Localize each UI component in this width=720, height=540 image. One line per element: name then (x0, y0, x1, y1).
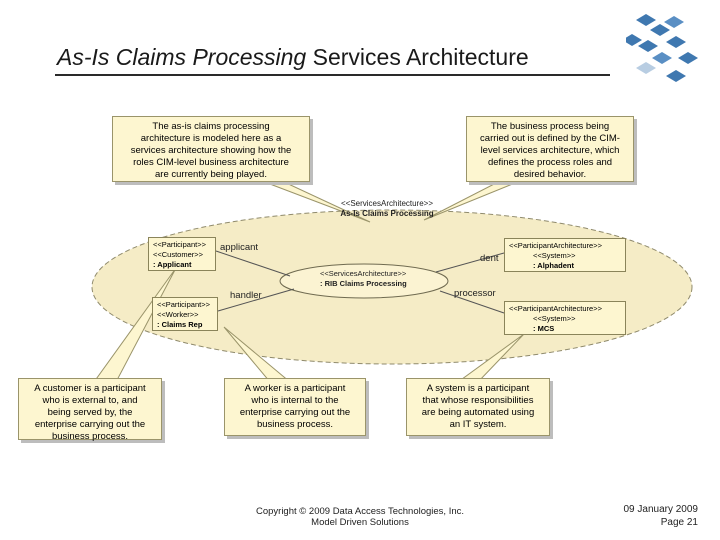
role-applicant: applicant (220, 242, 259, 253)
callout-top-right-line-3: level services architecture, which (480, 145, 620, 156)
mcs-stereotype-2: <<System>> (533, 314, 576, 323)
slide-date: 09 January 2009 (623, 504, 698, 515)
mcs-stereotype-1: <<ParticipantArchitecture>> (509, 304, 602, 313)
connector-handler (217, 288, 295, 312)
role-handler: handler (230, 290, 262, 301)
callout-top-right-line-4: defines the process roles and (487, 157, 613, 168)
architecture-stereotype: <<ServicesArchitecture>> (340, 199, 434, 208)
center-collaboration-ellipse (279, 263, 449, 299)
callout-top-left: The as-is claims processing architecture… (112, 116, 310, 182)
claims-rep-stereotype-2: <<Worker>> (157, 310, 199, 319)
callout-system-line-2: that whose responsibilities (422, 395, 534, 406)
participant-mcs[interactable]: <<ParticipantArchitecture>> <<System>> :… (504, 301, 626, 335)
title-underline (55, 74, 610, 76)
callout-worker-line-2: who is internal to the (251, 395, 339, 406)
footer-copyright: Copyright © 2009 Data Access Technologie… (255, 506, 465, 517)
callout-top-right-line-1: The business process being (490, 121, 610, 132)
callout-top-right: The business process being carried out i… (466, 116, 634, 182)
connector-processor (439, 290, 505, 314)
participant-applicant[interactable]: <<Participant>> <<Customer>> : Applicant (148, 237, 216, 271)
center-stereotype: <<ServicesArchitecture>> (320, 269, 407, 278)
participant-claims-rep[interactable]: <<Participant>> <<Worker>> : Claims Rep (152, 297, 218, 331)
callout-customer-line-5: business process. (51, 431, 129, 442)
page-title: As-Is Claims Processing Services Archite… (57, 44, 529, 71)
applicant-stereotype-2: <<Customer>> (153, 250, 204, 259)
center-collaboration-label: <<ServicesArchitecture>> : RIB Claims Pr… (320, 269, 407, 289)
claims-rep-name: : Claims Rep (157, 320, 203, 329)
callout-customer: A customer is a participant who is exter… (18, 378, 162, 442)
applicant-name: : Applicant (153, 260, 192, 269)
callout-worker-line-4: business process. (256, 419, 334, 430)
callout-top-right-line-2: carried out is defined by the CIM- (480, 133, 620, 144)
callout-system-line-3: are being automated using (421, 407, 535, 418)
slide-date-page: 09 January 2009 Page 21 (623, 503, 698, 529)
center-name: : RIB Claims Processing (320, 279, 407, 288)
architecture-name: As-Is Claims Processing (340, 209, 434, 218)
callout-customer-line-3: being served by, the (47, 407, 133, 418)
alphadent-stereotype-1: <<ParticipantArchitecture>> (509, 241, 602, 250)
callout-top-left-line-1: The as-is claims processing (152, 121, 270, 132)
alphadent-stereotype-2: <<System>> (533, 251, 576, 260)
title-italic: As-Is Claims Processing (57, 44, 307, 70)
callout-top-left-line-2: architecture is modeled here as a (140, 133, 282, 144)
architecture-label: <<ServicesArchitecture>> As-Is Claims Pr… (334, 199, 440, 219)
footer: Copyright © 2009 Data Access Technologie… (230, 506, 490, 528)
callout-top-left-line-3: services architecture showing how the (130, 145, 292, 156)
role-dent: dent (480, 253, 499, 264)
alphadent-name: : Alphadent (533, 261, 574, 270)
callout-worker: A worker is a participant who is interna… (224, 378, 366, 436)
mcs-name: : MCS (533, 324, 555, 333)
callout-worker-line-1: A worker is a participant (244, 383, 346, 394)
participant-alphadent[interactable]: <<ParticipantArchitecture>> <<System>> :… (504, 238, 626, 272)
callout-system: A system is a participant that whose res… (406, 378, 550, 436)
callout-customer-line-2: who is external to, and (42, 395, 138, 406)
callout-worker-line-3: enterprise carrying out the (239, 407, 351, 418)
callout-top-left-line-4: roles CIM-level business architecture (133, 157, 289, 168)
role-processor: processor (454, 288, 496, 299)
company-logo (626, 14, 698, 82)
callout-system-line-1: A system is a participant (426, 383, 530, 394)
callout-system-line-4: an IT system. (449, 419, 507, 430)
callout-top-right-line-5: desired behavior. (513, 169, 587, 180)
claims-rep-stereotype-1: <<Participant>> (157, 300, 210, 309)
applicant-stereotype-1: <<Participant>> (153, 240, 206, 249)
footer-subtitle: Model Driven Solutions (311, 517, 409, 528)
page-number: Page 21 (660, 517, 698, 528)
connector-dent (435, 252, 505, 273)
callout-customer-line-4: enterprise carrying out the (34, 419, 146, 430)
callout-customer-line-1: A customer is a participant (34, 383, 146, 394)
callout-top-left-line-5: are currently being played. (155, 169, 267, 180)
title-normal: Services Architecture (306, 44, 529, 70)
connector-applicant (215, 250, 291, 277)
